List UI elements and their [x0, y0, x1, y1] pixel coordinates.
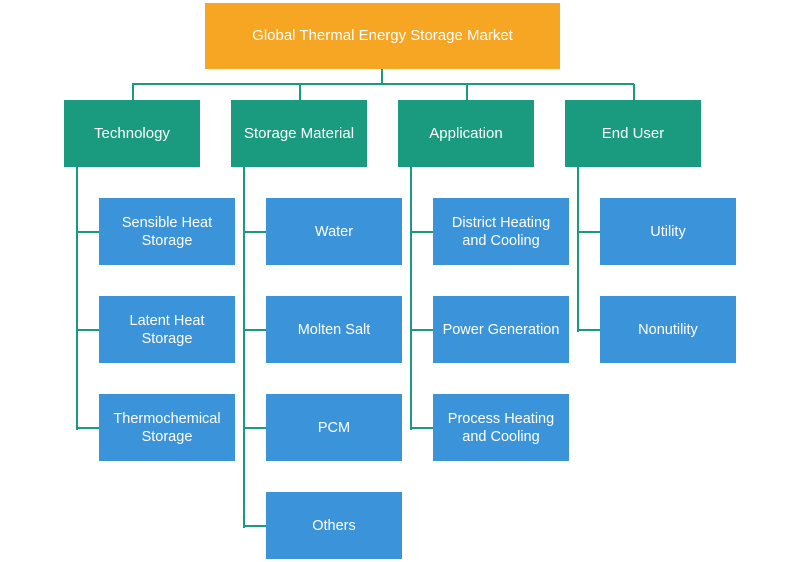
- root-connector: [381, 69, 383, 84]
- leaf-thermochemical-storage: Thermochemical Storage: [99, 394, 235, 461]
- leaf-power-generation: Power Generation: [433, 296, 569, 363]
- leaf-pcm: PCM: [266, 394, 402, 461]
- category-drop-storage-material: [299, 84, 301, 100]
- storage-material-tick-2: [243, 329, 266, 331]
- leaf-others: Others: [266, 492, 402, 559]
- category-application: Application: [398, 100, 534, 167]
- technology-tick-3: [76, 427, 99, 429]
- category-drop-application: [466, 84, 468, 100]
- leaf-utility: Utility: [600, 198, 736, 265]
- technology-spine: [76, 167, 78, 430]
- leaf-latent-heat-storage: Latent Heat Storage: [99, 296, 235, 363]
- category-drop-end-user: [633, 84, 635, 100]
- storage-material-tick-3: [243, 427, 266, 429]
- application-tick-3: [410, 427, 433, 429]
- end-user-tick-2: [577, 329, 600, 331]
- application-tick-2: [410, 329, 433, 331]
- end-user-tick-1: [577, 231, 600, 233]
- root-node: Global Thermal Energy Storage Market: [205, 3, 560, 69]
- leaf-district-heating-and-cooling: District Heating and Cooling: [433, 198, 569, 265]
- storage-material-tick-4: [243, 525, 266, 527]
- category-technology: Technology: [64, 100, 200, 167]
- category-bus: [132, 83, 634, 85]
- technology-tick-1: [76, 231, 99, 233]
- end-user-spine: [577, 167, 579, 332]
- category-drop-technology: [132, 84, 134, 100]
- category-end-user: End User: [565, 100, 701, 167]
- leaf-sensible-heat-storage: Sensible Heat Storage: [99, 198, 235, 265]
- application-spine: [410, 167, 412, 430]
- leaf-nonutility: Nonutility: [600, 296, 736, 363]
- technology-tick-2: [76, 329, 99, 331]
- storage-material-spine: [243, 167, 245, 528]
- leaf-process-heating-and-cooling: Process Heating and Cooling: [433, 394, 569, 461]
- leaf-molten-salt: Molten Salt: [266, 296, 402, 363]
- category-storage-material: Storage Material: [231, 100, 367, 167]
- leaf-water: Water: [266, 198, 402, 265]
- storage-material-tick-1: [243, 231, 266, 233]
- application-tick-1: [410, 231, 433, 233]
